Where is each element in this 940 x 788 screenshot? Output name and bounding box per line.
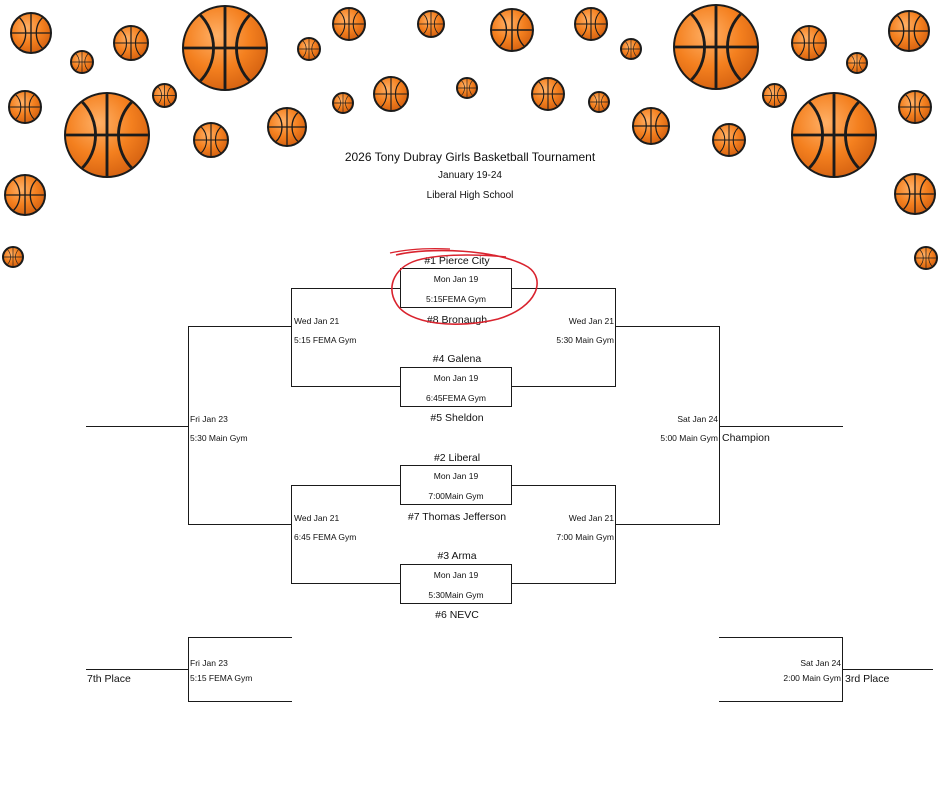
team-nevc: #6 NEVC [435,609,479,621]
basketball-icon [417,10,445,38]
team-thomas-jefferson: #7 Thomas Jefferson [407,511,507,523]
consolation-final-time: 5:30 Main Gym [190,433,248,443]
basketball-icon [894,173,936,215]
team-arma: #3 Arma [437,550,477,562]
basketball-icon [64,92,150,178]
basketball-icon [297,37,321,61]
semifinal-top-date: Wed Jan 21 [568,316,614,326]
basketball-icon [531,77,565,111]
game-box-3: Mon Jan 19 7:00Main Gym [400,465,512,505]
final-time: 5:00 Main Gym [660,433,718,443]
champion-label: Champion [722,432,770,444]
basketball-icon [898,90,932,124]
final-date: Sat Jan 24 [677,414,718,424]
third-place-date: Sat Jan 24 [800,658,841,668]
semifinal-top-time: 5:30 Main Gym [556,335,614,345]
game-date: Mon Jan 19 [433,570,479,580]
basketball-icon [490,8,534,52]
basketball-icon [888,10,930,52]
consolation-top-time: 5:15 FEMA Gym [294,335,357,345]
third-place-time: 2:00 Main Gym [783,673,841,683]
semifinal-bottom-date: Wed Jan 21 [568,513,614,523]
seventh-place-time: 5:15 FEMA Gym [190,673,253,683]
basketball-icon [762,83,787,108]
basketball-icon [373,76,409,112]
tournament-location: Liberal High School [426,190,514,201]
tournament-dates: January 19-24 [438,170,502,181]
basketball-icon [791,92,877,178]
basketball-icon [632,107,670,145]
consolation-final-date: Fri Jan 23 [190,414,228,424]
tournament-title: 2026 Tony Dubray Girls Basketball Tourna… [344,150,596,164]
consolation-bottom-time: 6:45 FEMA Gym [294,532,357,542]
basketball-icon [332,92,354,114]
basketball-icon [70,50,94,74]
game-time: 5:30Main Gym [428,590,484,600]
basketball-icon [620,38,642,60]
basketball-icon [193,122,229,158]
team-sheldon: #5 Sheldon [430,412,484,424]
team-liberal: #2 Liberal [433,452,481,464]
basketball-icon [712,123,746,157]
team-galena: #4 Galena [432,353,482,365]
basketball-icon [456,77,478,99]
team-bronaugh: #8 Bronaugh [426,314,488,326]
game-box-4: Mon Jan 19 5:30Main Gym [400,564,512,604]
basketball-icon [152,83,177,108]
game-date: Mon Jan 19 [433,274,479,284]
game-box-1: Mon Jan 19 5:15FEMA Gym [400,268,512,308]
basketball-icon [846,52,868,74]
semifinal-bottom-time: 7:00 Main Gym [556,532,614,542]
basketball-icon [914,246,938,270]
game-time: 7:00Main Gym [428,491,484,501]
consolation-bottom-date: Wed Jan 21 [294,513,340,523]
game-box-2: Mon Jan 19 6:45FEMA Gym [400,367,512,407]
basketball-icon [2,246,24,268]
consolation-top-date: Wed Jan 21 [294,316,340,326]
basketball-icon [791,25,827,61]
basketball-icon [673,4,759,90]
basketball-icon [588,91,610,113]
third-place-label: 3rd Place [845,673,890,685]
seventh-place-label: 7th Place [87,673,131,685]
basketball-icon [182,5,268,91]
game-date: Mon Jan 19 [433,373,479,383]
basketball-icon [10,12,52,54]
game-time: 6:45FEMA Gym [426,393,486,403]
team-pierce-city: #1 Pierce City [424,255,490,267]
basketball-icon [4,174,46,216]
game-date: Mon Jan 19 [433,471,479,481]
basketball-icon [267,107,307,147]
basketball-icon [332,7,366,41]
basketball-icon [8,90,42,124]
basketball-icon [113,25,149,61]
seventh-place-date: Fri Jan 23 [190,658,228,668]
basketball-icon [574,7,608,41]
game-time: 5:15FEMA Gym [426,294,486,304]
